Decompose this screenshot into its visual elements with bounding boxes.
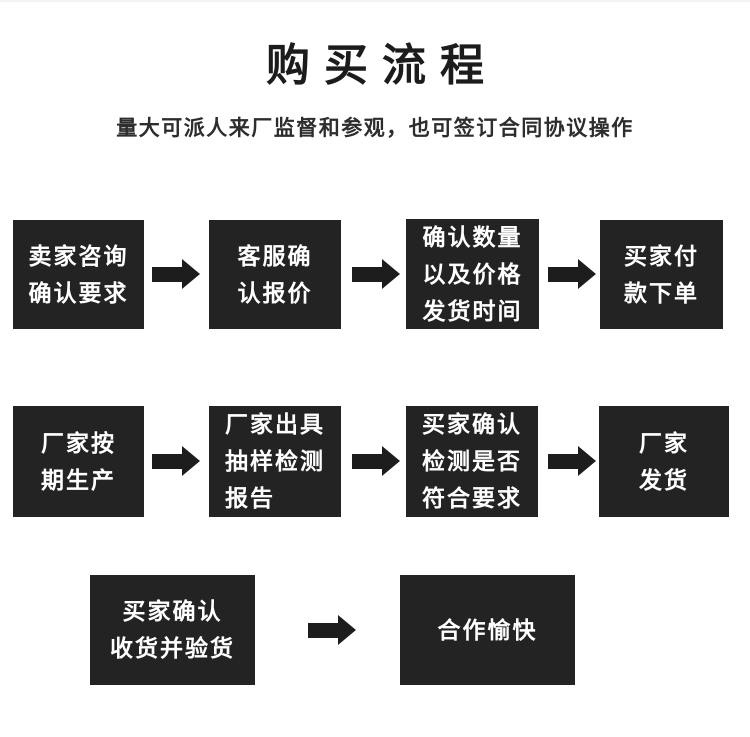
flow-step-label: 客服确 认报价 <box>237 242 313 306</box>
arrow-right-icon <box>152 446 200 476</box>
flow-step-label: 卖家咨询 确认要求 <box>28 242 129 306</box>
flow-step-buyer-payment: 买家付 款下单 <box>600 220 723 329</box>
arrow-tail <box>352 453 382 469</box>
arrow-right-icon <box>152 259 200 289</box>
arrow-right-icon <box>352 259 400 289</box>
flow-step-label: 厂家按 期生产 <box>41 429 116 493</box>
arrow-tail <box>352 266 382 282</box>
flow-step-factory-shipping: 厂家 发货 <box>599 406 729 517</box>
arrow-head <box>578 446 596 476</box>
flow-step-factory-production: 厂家按 期生产 <box>13 406 144 517</box>
arrow-tail <box>152 453 182 469</box>
arrow-tail <box>308 622 338 638</box>
flow-step-happy-cooperation: 合作愉快 <box>400 575 575 685</box>
flow-step-buyer-receive-inspect: 买家确认 收货并验货 <box>90 575 255 685</box>
flow-step-label: 合作愉快 <box>437 616 538 643</box>
flow-step-label: 厂家 发货 <box>639 429 689 493</box>
arrow-head <box>338 615 356 645</box>
arrow-head <box>382 259 400 289</box>
arrow-right-icon <box>548 446 596 476</box>
arrow-tail <box>548 453 578 469</box>
arrow-tail <box>152 266 182 282</box>
flow-step-label: 确认数量 以及价格 发货时间 <box>422 223 523 324</box>
arrow-head <box>382 446 400 476</box>
flow-step-label: 厂家出具 抽样检测 报告 <box>225 411 325 511</box>
flow-step-service-quote: 客服确 认报价 <box>209 220 341 329</box>
arrow-tail <box>548 266 578 282</box>
flow-step-seller-inquiry: 卖家咨询 确认要求 <box>13 220 144 329</box>
arrow-head <box>578 259 596 289</box>
arrow-right-icon <box>308 615 356 645</box>
flow-step-sampling-report: 厂家出具 抽样检测 报告 <box>209 406 341 517</box>
flow-step-confirm-quantity-price: 确认数量 以及价格 发货时间 <box>406 219 539 329</box>
page-subtitle: 量大可派人来厂监督和参观，也可签订合同协议操作 <box>116 117 634 140</box>
page-title: 购买流程 <box>266 41 498 90</box>
flow-step-label: 买家付 款下单 <box>624 242 699 306</box>
flow-step-label: 买家确认 收货并验货 <box>110 598 235 661</box>
arrow-right-icon <box>548 259 596 289</box>
arrow-right-icon <box>352 446 400 476</box>
flow-step-buyer-check-result: 买家确认 检测是否 符合要求 <box>406 406 538 517</box>
flow-step-label: 买家确认 检测是否 符合要求 <box>422 411 522 511</box>
arrow-head <box>182 446 200 476</box>
arrow-head <box>182 259 200 289</box>
